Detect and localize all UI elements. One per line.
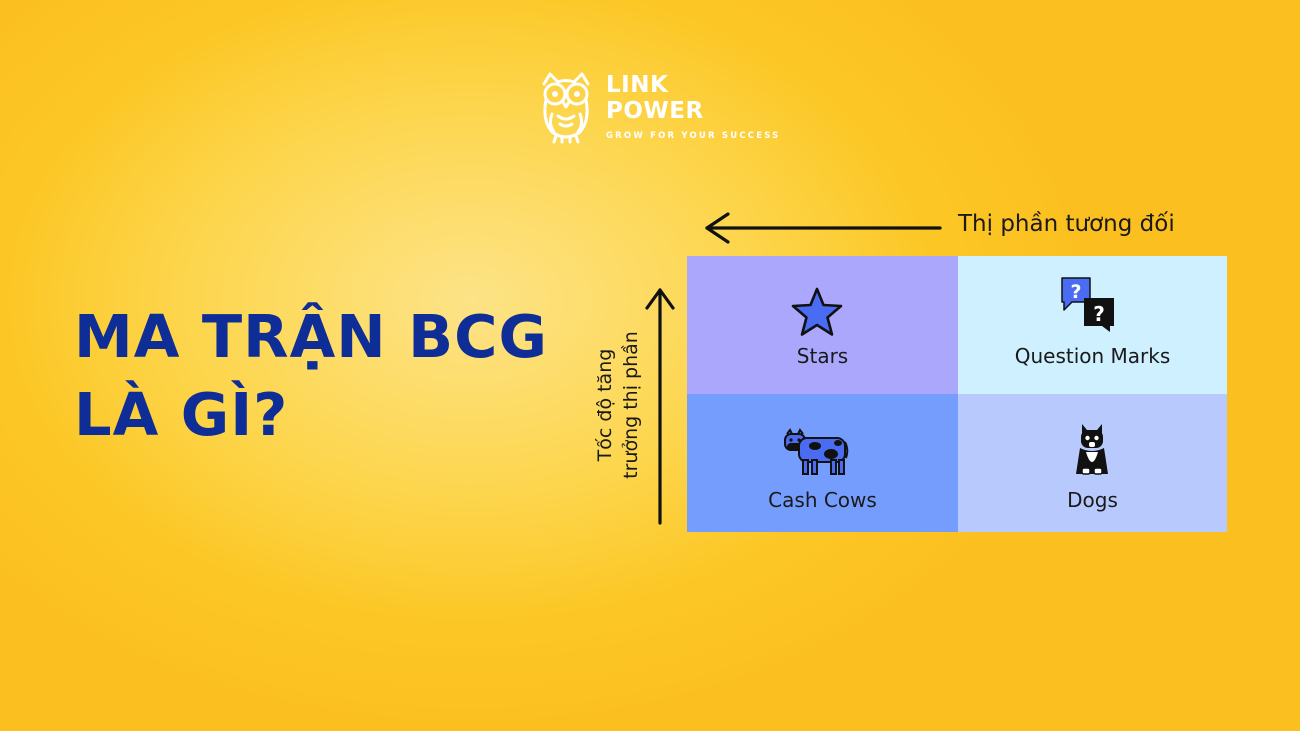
title-line-2: LÀ GÌ? [74, 380, 289, 449]
dog-icon [1076, 424, 1108, 475]
quadrant-label-question-marks: Question Marks [1014, 344, 1171, 368]
owl-logo-icon [542, 72, 590, 144]
horizontal-arrow-icon [705, 212, 942, 244]
svg-text:?: ? [1093, 302, 1105, 326]
quadrant-stars: Stars [687, 256, 958, 394]
quadrant-dogs: Dogs [958, 394, 1227, 532]
bcg-matrix: Stars ? ? Question Marks Cash Cows [687, 256, 1227, 532]
quadrant-label-cash-cows: Cash Cows [768, 488, 877, 512]
star-icon [791, 287, 843, 336]
quadrant-cash-cows: Cash Cows [687, 394, 958, 532]
cow-icon [784, 428, 849, 475]
quadrant-label-dogs: Dogs [1067, 488, 1118, 512]
horizontal-axis-label: Thị phần tương đối [958, 211, 1175, 237]
vertical-axis-label-line-1: Tốc độ tăng [594, 348, 616, 462]
page-title: MA TRẬN BCG LÀ GÌ? [74, 298, 548, 454]
logo-text-power: POWER [606, 98, 704, 124]
vertical-axis-label-line-2: trưởng thị phần [620, 331, 642, 479]
title-line-1: MA TRẬN BCG [74, 302, 548, 371]
question-marks-icon: ? ? [1061, 277, 1114, 332]
link-power-logo: LINK POWER GROW FOR YOUR SUCCESS [538, 70, 778, 146]
logo-text-link: LINK [606, 72, 669, 98]
vertical-arrow-icon [645, 288, 675, 525]
quadrant-question-marks: ? ? Question Marks [958, 256, 1227, 394]
svg-text:?: ? [1070, 281, 1081, 303]
logo-tagline: GROW FOR YOUR SUCCESS [606, 131, 781, 141]
quadrant-label-stars: Stars [796, 344, 849, 368]
vertical-axis-label: Tốc độ tăng trưởng thị phần [592, 295, 644, 515]
